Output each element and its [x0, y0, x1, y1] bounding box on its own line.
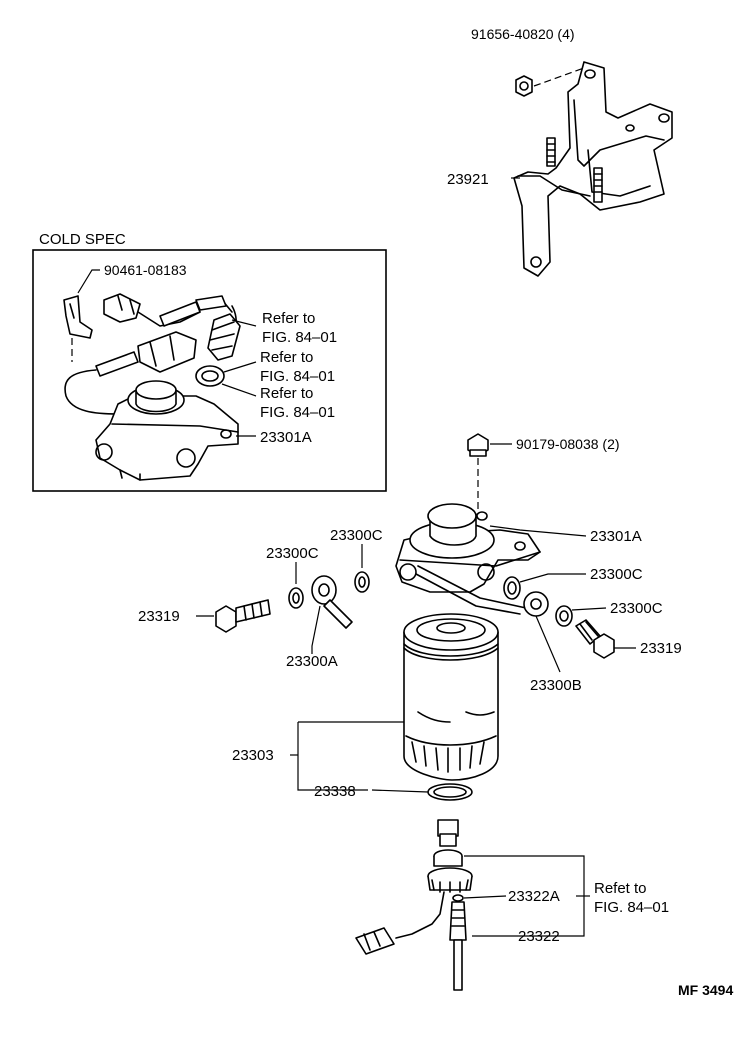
connector-icon [103, 293, 233, 327]
refet-line2: FIG. 84–01 [594, 899, 669, 916]
label-23322a: 23322A [508, 888, 560, 905]
union-a-icon [311, 575, 353, 629]
gasket-c-left-icon [288, 587, 304, 609]
filter-head-main-icon [395, 503, 541, 615]
refer-3-line1: Refer to [260, 385, 313, 402]
union-bolt-right-icon [575, 619, 615, 659]
sensor-cold-icon [195, 313, 241, 387]
label-90179-08038: 90179-08038 (2) [516, 436, 620, 452]
gasket-c-top-icon [354, 571, 370, 593]
refet-line1: Refet to [594, 880, 647, 897]
bracket-23921-icon [513, 61, 673, 277]
heater-connector-icon [64, 331, 197, 415]
label-23319-left: 23319 [138, 608, 180, 625]
refer-1-line1: Refer to [262, 310, 315, 327]
label-91656-40820: 91656-40820 (4) [471, 26, 575, 42]
label-main-23301a: 23301A [590, 528, 642, 545]
union-b-icon [523, 591, 549, 617]
label-23300c-left: 23300C [266, 545, 319, 562]
refer-2-line2: FIG. 84–01 [260, 368, 335, 385]
refer-1-line2: FIG. 84–01 [262, 329, 337, 346]
nut-90179-icon [467, 433, 489, 457]
label-23300c-right1: 23300C [590, 566, 643, 583]
diagram-code: MF 3494 [678, 982, 733, 998]
label-23322: 23322 [518, 928, 560, 945]
label-23300a: 23300A [286, 653, 338, 670]
label-23319-right: 23319 [640, 640, 682, 657]
o-ring-icon [427, 783, 473, 801]
clamp-icon [63, 295, 93, 339]
bracket-assembly [511, 61, 673, 277]
top-nut-icon [515, 75, 533, 97]
label-23300c-top: 23300C [330, 527, 383, 544]
label-23338: 23338 [314, 783, 356, 800]
gasket-c-right1-icon [503, 576, 521, 600]
fuel-filter-icon [403, 613, 499, 781]
label-23300c-right2: 23300C [610, 600, 663, 617]
sensor-assembly-icon [355, 819, 473, 991]
refer-3-line2: FIG. 84–01 [260, 404, 335, 421]
label-90461-08183: 90461-08183 [104, 262, 187, 278]
cold-spec-box [32, 249, 387, 492]
label-23303: 23303 [232, 747, 274, 764]
cold-spec-assembly [63, 269, 257, 481]
refer-2-line1: Refer to [260, 349, 313, 366]
cold-spec-title: COLD SPEC [39, 231, 126, 248]
union-bolt-left-icon [215, 599, 271, 633]
gasket-c-right2-icon [555, 605, 573, 627]
label-23921: 23921 [447, 171, 489, 188]
label-23300b: 23300B [530, 677, 582, 694]
filter-head-cold-icon [95, 380, 239, 481]
label-cold-23301a: 23301A [260, 429, 312, 446]
